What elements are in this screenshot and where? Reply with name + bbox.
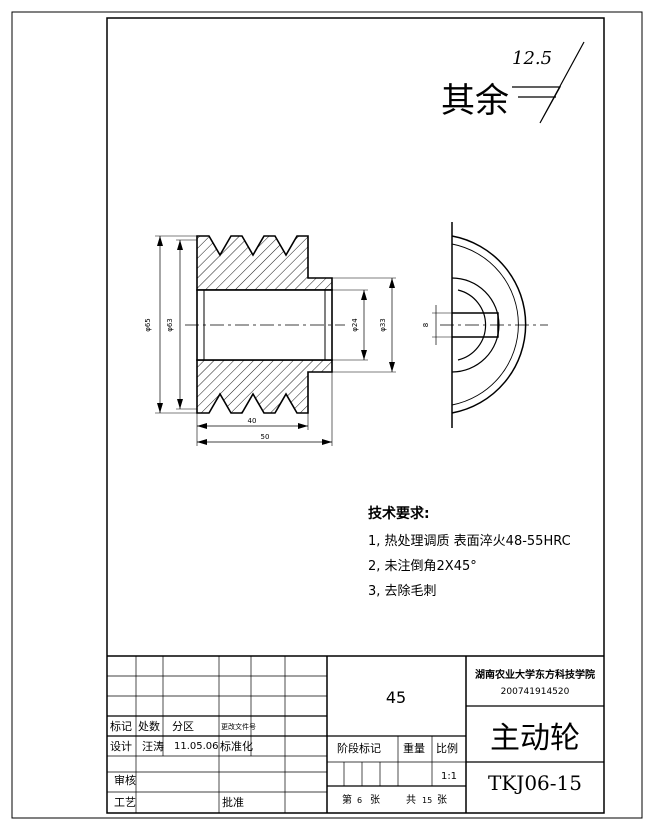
tech-req-title: 技术要求: — [368, 505, 430, 522]
label-standard: 标准化 — [220, 739, 253, 753]
dim-hub-dia: φ33 — [332, 277, 396, 373]
dim-length-50-label: 50 — [261, 433, 270, 441]
sheet-number: 6 — [357, 796, 362, 805]
dim-hub-dia-label: φ33 — [379, 318, 387, 332]
label-count: 处数 — [138, 720, 160, 733]
technical-requirements: 技术要求: 1, 热处理调质 表面淬火48-55HRC 2, 未注倒角2X45°… — [368, 505, 571, 599]
school-name: 湖南农业大学东方科技学院 — [475, 668, 595, 681]
tech-req-item: 1, 热处理调质 表面淬火48-55HRC — [368, 534, 571, 549]
pulley-section-view: φ65 φ63 φ24 φ33 — [144, 235, 396, 446]
dim-bore-dia: φ24 — [332, 289, 368, 361]
dim-groove-dia: φ63 — [166, 239, 197, 410]
outer-border — [11, 11, 643, 819]
dim-bore-dia-label: φ24 — [351, 318, 359, 332]
sheet-total-prefix: 共 — [406, 794, 416, 806]
student-id: 200741914520 — [501, 687, 570, 697]
dim-length-40-label: 40 — [248, 417, 257, 425]
material: 45 — [386, 688, 406, 707]
label-design: 设计 — [110, 740, 132, 753]
tech-req-item: 3, 去除毛刺 — [368, 584, 437, 599]
sheet-unit: 张 — [370, 794, 380, 806]
title-block — [107, 655, 604, 813]
design-date: 11.05.06 — [174, 741, 219, 752]
label-doc-no: 更改文件号 — [221, 722, 256, 731]
sheet-total: 15 — [422, 796, 432, 805]
dim-length-50: 50 — [197, 372, 333, 446]
drawing-number: TKJ06-15 — [488, 771, 582, 795]
dim-key-width-label: 8 — [422, 323, 430, 327]
label-approve: 批准 — [222, 795, 244, 809]
pulley-side-view: 8 — [422, 222, 548, 428]
label-process: 工艺 — [114, 796, 136, 809]
label-mark: 标记 — [110, 719, 132, 733]
dim-outer-dia: φ65 — [144, 235, 197, 414]
roughness-triangle — [512, 41, 585, 124]
dim-length-40: 40 — [196, 413, 309, 446]
label-weight: 重量 — [403, 741, 425, 755]
scale-value: 1:1 — [441, 771, 457, 782]
dim-outer-dia-label: φ65 — [144, 318, 152, 332]
sheet-total-unit: 张 — [437, 794, 447, 806]
tech-req-item: 2, 未注倒角2X45° — [368, 559, 477, 574]
surface-finish-label: 其余 — [441, 81, 509, 121]
inner-border — [106, 17, 605, 814]
lower-rim-section — [196, 359, 333, 414]
roughness-value: 12.5 — [512, 48, 552, 69]
surface-finish-symbol: 其余 12.5 — [441, 41, 585, 124]
dim-groove-dia-label: φ63 — [166, 318, 174, 332]
sheet-prefix: 第 — [342, 793, 352, 806]
label-review: 审核 — [114, 773, 136, 787]
upper-rim-section — [196, 235, 333, 291]
designer-name: 汪涛 — [142, 739, 164, 753]
label-scale: 比例 — [436, 741, 458, 755]
part-name: 主动轮 — [490, 721, 580, 756]
label-stage-mark: 阶段标记 — [337, 741, 381, 755]
label-zone: 分区 — [172, 720, 194, 733]
title-block-text: 标记 处数 分区 更改文件号 设计 汪涛 11.05.06 标准化 审核 工艺 … — [110, 668, 595, 809]
